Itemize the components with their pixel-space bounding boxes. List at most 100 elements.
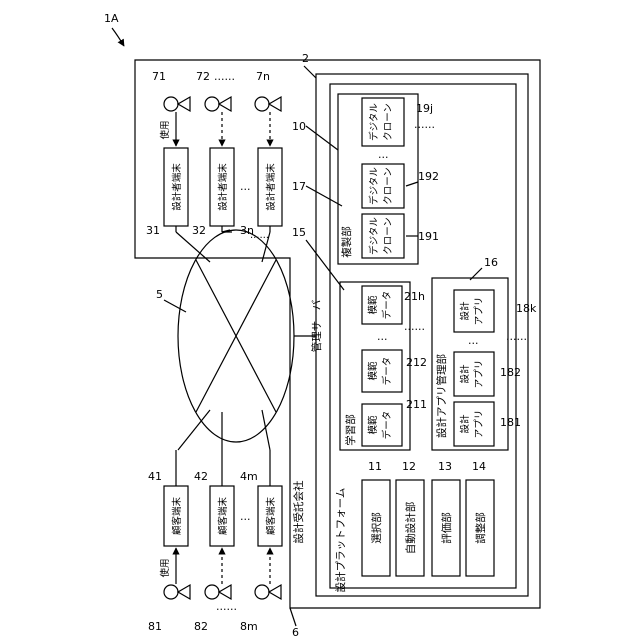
- svg-text:データ: データ: [381, 411, 393, 440]
- leader-6: [290, 608, 296, 626]
- svg-text:自動設計部: 自動設計部: [404, 502, 417, 555]
- designer-person-2-ref: 72: [196, 70, 210, 83]
- model-ellipsis: …: [377, 331, 388, 343]
- svg-text:評価部: 評価部: [440, 512, 453, 544]
- clone-j: デジタル クローン: [362, 98, 404, 146]
- svg-text:クローン: クローン: [383, 103, 394, 141]
- svg-text:デジタル: デジタル: [368, 167, 380, 205]
- svg-text:アプリ: アプリ: [474, 360, 485, 389]
- design-company-label: 設計受託会社: [292, 480, 305, 543]
- customer-person-2-ref: 82: [194, 620, 208, 633]
- customer-person-dots: ……: [216, 601, 237, 613]
- model-data-2: 模範 データ: [362, 350, 402, 392]
- platform-ref: 10: [292, 120, 306, 133]
- svg-text:顧客端末: 顧客端末: [171, 497, 183, 536]
- svg-text:模範: 模範: [367, 415, 379, 435]
- designer-terminal-1-ref: 31: [146, 224, 160, 237]
- customer-person-2: [205, 585, 231, 599]
- clone-1-ref: 191: [418, 230, 439, 243]
- svg-text:模範: 模範: [367, 361, 379, 381]
- svg-text:デジタル: デジタル: [368, 103, 380, 141]
- model-data-1: 模範 データ: [362, 404, 402, 446]
- adjustment-unit: 調整部: [466, 480, 494, 576]
- selection-unit: 選択部: [362, 480, 390, 576]
- customer-terminal-m-ref: 4m: [240, 470, 258, 483]
- design-app-1: 設計 アプリ: [454, 402, 494, 446]
- designer-terminal-2: 設計者端末: [210, 148, 234, 226]
- customer-terminal-1: 顧客端末: [164, 486, 188, 546]
- designer-person-1: [164, 97, 190, 111]
- designer-terminal-n: 設計者端末: [258, 148, 282, 226]
- designer-ref-dots: ……: [250, 230, 269, 241]
- net-link-c1: [178, 410, 210, 450]
- clone-1: デジタル クローン: [362, 214, 404, 258]
- clone-ellipsis: …: [378, 149, 389, 161]
- svg-text:アプリ: アプリ: [474, 410, 485, 439]
- model-data-1-ref: 211: [406, 398, 427, 411]
- model-data-h: 模範 データ: [362, 286, 402, 324]
- svg-text:データ: データ: [381, 357, 393, 386]
- svg-text:設計者端末: 設計者端末: [265, 163, 277, 211]
- designer-terminal-1: 設計者端末: [164, 148, 188, 226]
- designer-person-n: [255, 97, 281, 111]
- svg-text:アプリ: アプリ: [474, 297, 485, 326]
- model-data-h-ref: 21h: [404, 290, 425, 303]
- customer-terminal-2-ref: 42: [194, 470, 208, 483]
- clone-2-ref: 192: [418, 170, 439, 183]
- evaluation-unit: 評価部: [432, 480, 460, 576]
- customer-use-label: 使用: [159, 558, 171, 577]
- app-manager-label: 設計アプリ管理部: [435, 354, 448, 438]
- app-dots: ……: [506, 331, 527, 343]
- svg-text:クローン: クローン: [383, 217, 394, 255]
- auto-design-ref: 12: [402, 460, 416, 473]
- customer-person-1: [164, 585, 190, 599]
- customer-terminal-dots: …: [240, 511, 251, 523]
- design-app-k: 設計 アプリ: [454, 290, 494, 332]
- svg-text:顧客端末: 顧客端末: [265, 497, 277, 536]
- leader-5: [164, 300, 186, 312]
- learning-unit-label: 学習部: [344, 414, 357, 446]
- svg-text:設計者端末: 設計者端末: [217, 163, 229, 211]
- selection-ref: 11: [368, 460, 382, 473]
- customer-company-ref: 6: [292, 626, 299, 639]
- designer-person-1-ref: 71: [152, 70, 166, 83]
- designer-use-label: 使用: [159, 120, 171, 139]
- design-app-1-ref: 181: [500, 416, 521, 429]
- adjustment-ref: 14: [472, 460, 486, 473]
- design-platform-label: 設計プラットフォーム: [334, 488, 347, 593]
- customer-terminal-m: 顧客端末: [258, 486, 282, 546]
- customer-person-m: [255, 585, 281, 599]
- clone-dots-top: ……: [414, 119, 435, 131]
- customer-terminal-1-ref: 41: [148, 470, 162, 483]
- management-server-label: 管理サーバ: [310, 299, 323, 352]
- auto-design-unit: 自動設計部: [396, 480, 424, 576]
- svg-text:選択部: 選択部: [370, 512, 383, 544]
- design-app-k-ref: 18k: [516, 302, 537, 315]
- app-manager-ref: 16: [484, 256, 498, 269]
- replication-ref: 17: [292, 180, 306, 193]
- customer-person-1-ref: 81: [148, 620, 162, 633]
- svg-text:調整部: 調整部: [474, 512, 487, 544]
- designer-person-2: [205, 97, 231, 111]
- app-ellipsis: …: [468, 335, 479, 347]
- designer-terminal-2-ref: 32: [192, 224, 206, 237]
- evaluation-ref: 13: [438, 460, 452, 473]
- customer-terminal-2: 顧客端末: [210, 486, 234, 546]
- figure-label: 1A: [104, 12, 119, 25]
- design-company-ref: 2: [302, 52, 309, 65]
- svg-text:クローン: クローン: [383, 167, 394, 205]
- svg-text:設計: 設計: [459, 414, 471, 434]
- svg-text:設計: 設計: [459, 364, 471, 384]
- network-ref: 5: [156, 288, 163, 301]
- svg-text:データ: データ: [381, 291, 393, 320]
- learning-ref: 15: [292, 226, 306, 239]
- svg-text:顧客端末: 顧客端末: [217, 497, 229, 536]
- designer-person-dots: ……: [214, 71, 235, 83]
- svg-text:設計: 設計: [459, 301, 471, 321]
- design-app-2: 設計 アプリ: [454, 352, 494, 396]
- figure-label-arrow: [112, 28, 124, 46]
- design-app-2-ref: 182: [500, 366, 521, 379]
- designer-person-n-ref: 7n: [256, 70, 270, 83]
- svg-text:デジタル: デジタル: [368, 217, 380, 255]
